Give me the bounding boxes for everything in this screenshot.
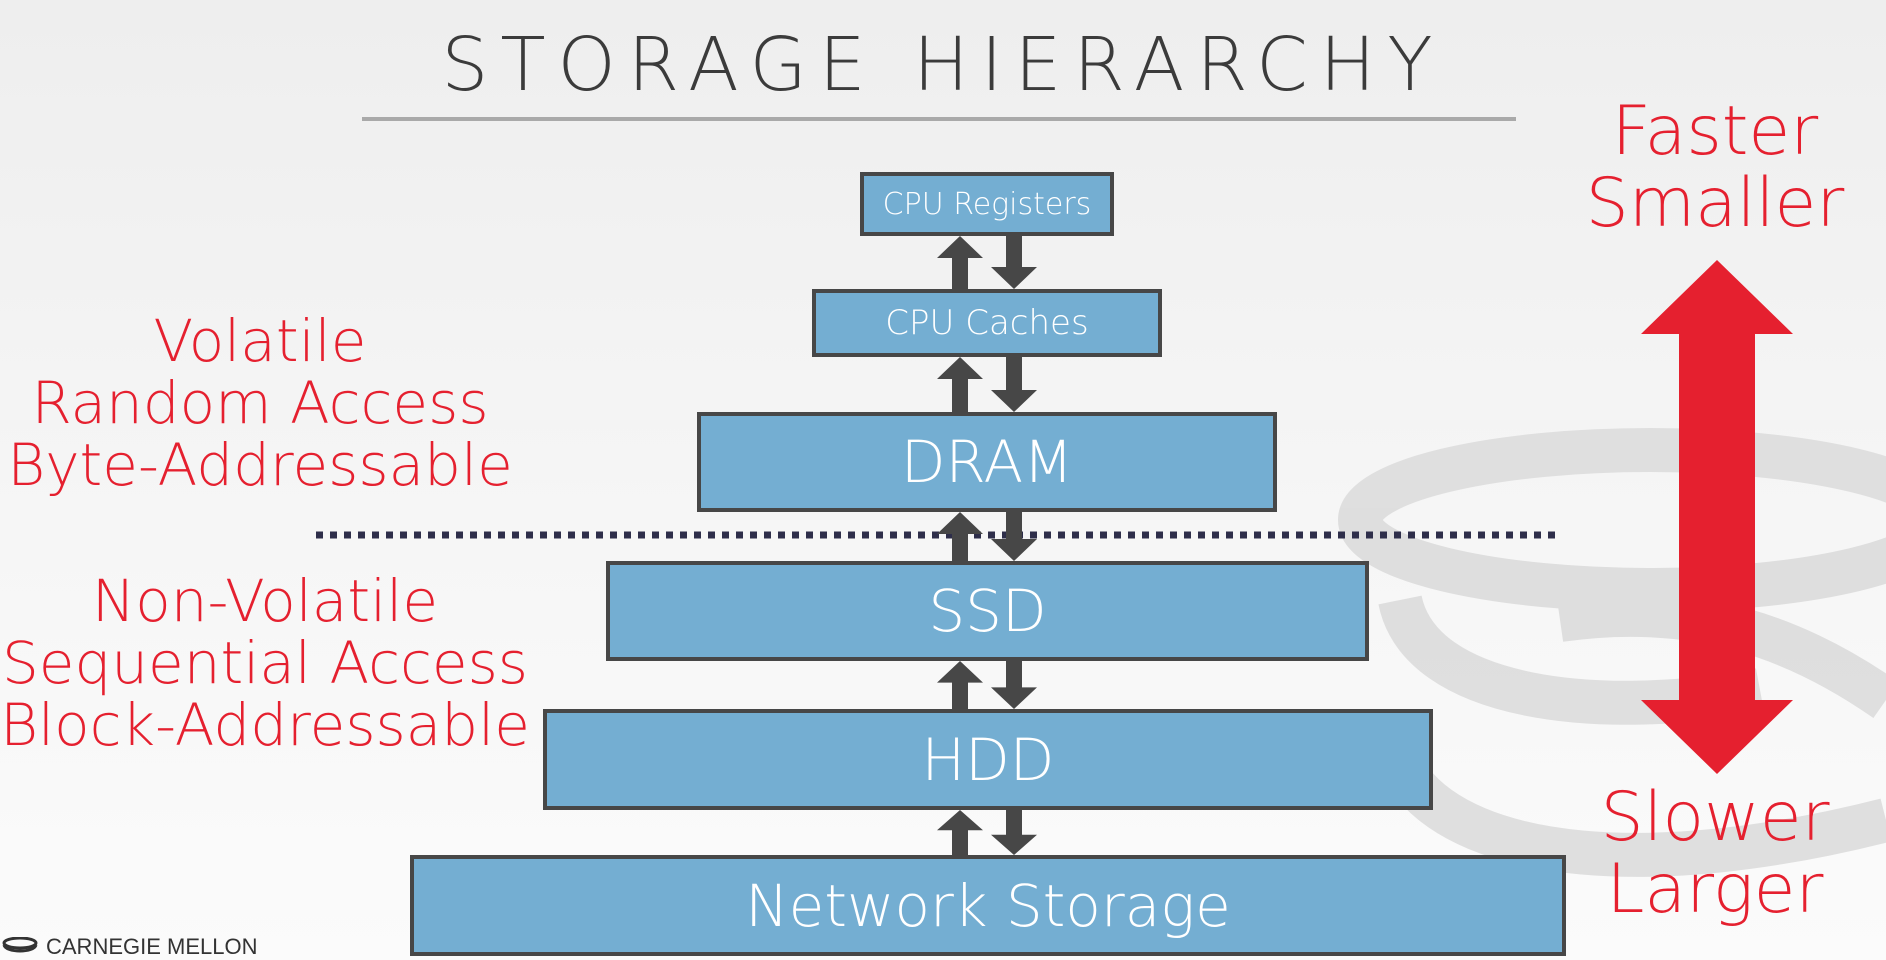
top-speed-size-label: Faster Smaller — [1560, 96, 1870, 240]
page-title: STORAGE HIERARCHY — [441, 22, 1445, 108]
slower-label: Slower — [1600, 778, 1830, 857]
level-cpu-caches: CPU Caches — [812, 289, 1162, 357]
up-arrow-icon — [937, 810, 983, 855]
larger-label: Larger — [1606, 850, 1824, 929]
footer: CARNEGIE MELLON — [0, 934, 258, 960]
down-arrow-icon — [991, 512, 1037, 561]
level-label: CPU Caches — [885, 303, 1089, 343]
down-arrow-icon — [991, 236, 1037, 289]
volatile-label-2: Random Access — [31, 369, 489, 437]
up-arrow-icon — [937, 512, 983, 561]
down-arrow-icon — [991, 810, 1037, 855]
cmu-database-logo-icon — [2, 937, 38, 953]
level-label: SSD — [928, 577, 1047, 645]
footer-text: CARNEGIE MELLON — [46, 934, 258, 959]
up-arrow-icon — [937, 661, 983, 709]
level-network-storage: Network Storage — [410, 855, 1566, 956]
level-cpu-registers: CPU Registers — [860, 172, 1114, 236]
smaller-label: Smaller — [1585, 164, 1845, 243]
down-arrow-icon — [991, 357, 1037, 412]
volatile-properties: Volatile Random Access Byte-Addressable — [0, 310, 520, 496]
faster-label: Faster — [1611, 92, 1819, 171]
level-ssd: SSD — [606, 561, 1369, 661]
level-label: HDD — [921, 725, 1055, 794]
nonvolatile-label-1: Non-Volatile — [91, 567, 439, 635]
level-label: CPU Registers — [882, 186, 1092, 222]
up-arrow-icon — [937, 236, 983, 289]
nonvolatile-label-2: Sequential Access — [1, 629, 529, 697]
down-arrow-icon — [991, 661, 1037, 709]
title-divider — [362, 117, 1516, 121]
level-label: Network Storage — [745, 871, 1231, 940]
bottom-speed-size-label: Slower Larger — [1560, 782, 1870, 926]
level-label: DRAM — [900, 428, 1074, 496]
nonvolatile-properties: Non-Volatile Sequential Access Block-Add… — [0, 570, 530, 756]
volatile-label-1: Volatile — [153, 307, 367, 375]
nonvolatile-label-3: Block-Addressable — [0, 691, 530, 759]
level-hdd: HDD — [543, 709, 1433, 810]
volatile-label-3: Byte-Addressable — [7, 431, 513, 499]
level-dram: DRAM — [697, 412, 1277, 512]
up-arrow-icon — [937, 357, 983, 412]
